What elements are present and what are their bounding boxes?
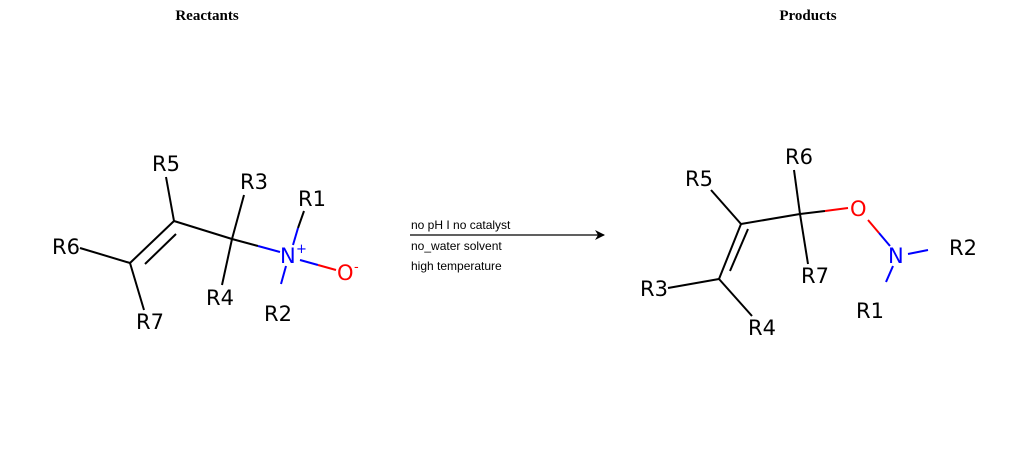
bond-n-o-oxygen-half <box>317 264 337 271</box>
bond-n-r1-nitrogen-half <box>292 227 299 246</box>
label-r5: R5 <box>685 167 713 191</box>
bond-c3-r3 <box>231 194 245 240</box>
label-nitrogen: N <box>888 244 904 268</box>
label-nitrogen: N <box>280 244 296 268</box>
label-r3: R3 <box>240 170 268 194</box>
label-oxygen: O <box>850 197 867 221</box>
bond-c3-o-oxygen-half <box>824 207 849 212</box>
bond-c3-r7 <box>799 213 809 265</box>
bond-c1-r4 <box>718 278 753 317</box>
bond-c2-c3 <box>173 220 233 240</box>
condition-solvent: no_water solvent <box>411 239 502 253</box>
oxygen-negative-charge: - <box>354 260 359 275</box>
bond-o-n-nitrogen-half <box>878 232 891 247</box>
bond-n-r1-carbon-half <box>880 282 886 296</box>
double-bond-c1-c2-outer <box>718 223 742 280</box>
label-r7: R7 <box>801 264 829 288</box>
bond-c3-r4 <box>221 238 233 286</box>
bond-r6-c1 <box>79 247 131 264</box>
label-oxygen: O <box>337 261 354 285</box>
bond-n-o-nitrogen-half <box>299 259 319 266</box>
label-r6: R6 <box>52 235 80 259</box>
bond-n-r2-nitrogen-half <box>907 249 929 255</box>
bond-c1-r7 <box>129 262 145 311</box>
bond-c2-r5 <box>710 189 742 225</box>
label-r4: R4 <box>748 316 776 340</box>
double-bond-c1-c2-outer <box>129 220 175 264</box>
label-r1: R1 <box>298 187 326 211</box>
bond-n-r2-nitrogen-half <box>280 265 287 285</box>
label-r6: R6 <box>785 145 813 169</box>
label-r5: R5 <box>152 152 180 176</box>
label-r2: R2 <box>264 302 292 326</box>
condition-ph-catalyst: no pH I no catalyst <box>411 218 511 232</box>
nitrogen-positive-charge: + <box>296 242 307 257</box>
label-r4: R4 <box>206 286 234 310</box>
bond-c3-n-carbon-half <box>231 238 259 247</box>
bond-c2-r5 <box>165 176 175 222</box>
label-r1: R1 <box>856 299 884 323</box>
products-title: Products <box>779 8 837 24</box>
reactants-title: Reactants <box>175 8 239 24</box>
condition-temperature: high temperature <box>411 259 502 273</box>
label-r2: R2 <box>949 236 977 260</box>
reactant-molecule: R5 R3 R1 R6 N + O - R4 R2 R7 <box>52 152 359 334</box>
double-bond-c1-c2-inner <box>144 233 177 265</box>
bond-c3-r6 <box>793 169 801 215</box>
bond-r3-c1 <box>667 278 720 289</box>
label-r7: R7 <box>136 310 164 334</box>
bond-c2-c3 <box>740 213 801 225</box>
bond-n-r1-nitrogen-half <box>885 265 894 283</box>
bond-n-r1-carbon-half <box>297 210 305 229</box>
bond-o-n-oxygen-half <box>867 219 880 234</box>
label-r3: R3 <box>640 277 668 301</box>
double-bond-c1-c2-inner <box>729 228 749 272</box>
bond-c3-n-nitrogen-half <box>257 245 281 253</box>
bond-n-r2-carbon-half <box>928 246 948 250</box>
bond-c3-o-carbon-half <box>799 210 826 215</box>
bond-n-r2-carbon-half <box>276 284 281 300</box>
product-molecule: R6 R5 O N R2 R7 R3 R1 R4 <box>640 145 977 340</box>
